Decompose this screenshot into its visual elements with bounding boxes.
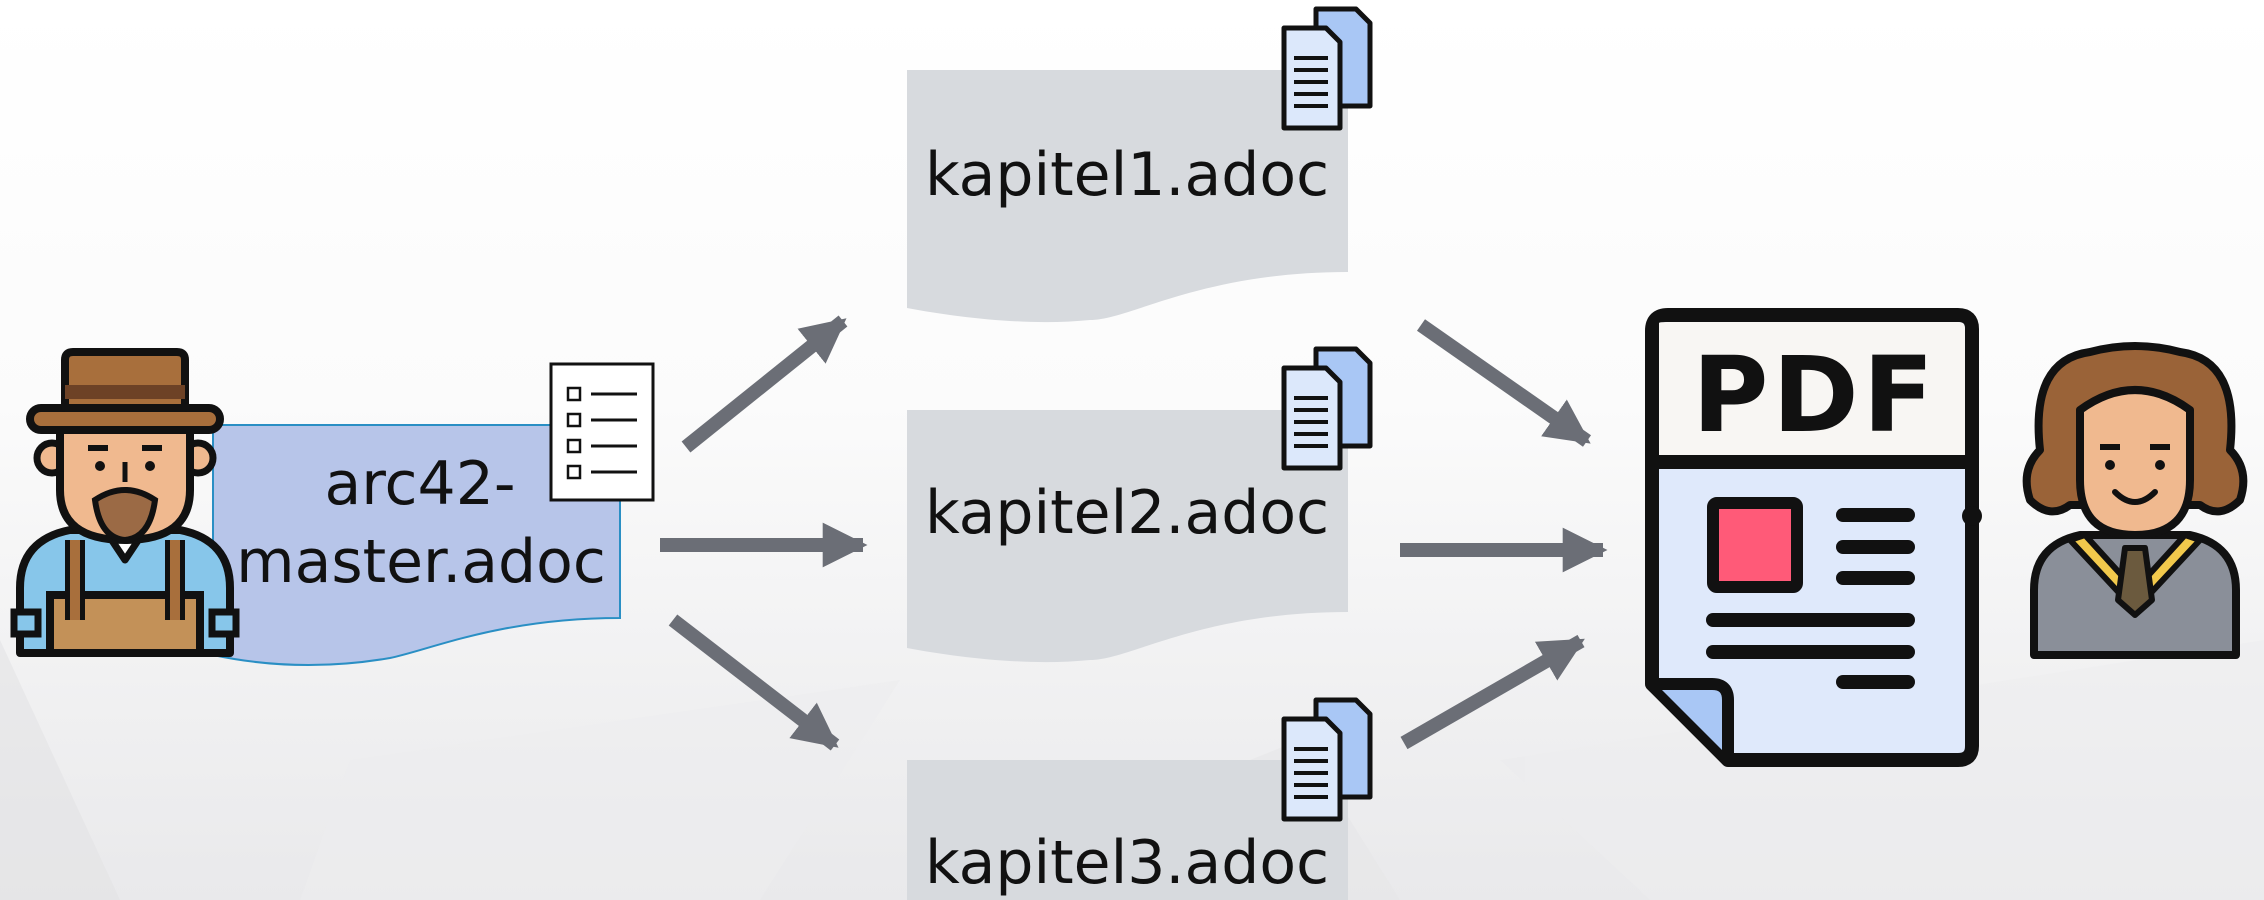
chapter-3-label: kapitel3.adoc	[924, 828, 1330, 898]
arrow-master-to-chapter1	[681, 315, 848, 453]
arrow-chapter1-to-pdf	[1416, 319, 1592, 447]
documents-icon	[1281, 6, 1373, 131]
master-doc[interactable]	[212, 424, 621, 667]
chapter-2-label: kapitel2.adoc	[924, 478, 1330, 548]
graduate-icon	[2022, 342, 2248, 659]
checklist-icon	[549, 362, 655, 502]
master-doc-label-line1: arc42-	[324, 449, 516, 519]
pdf-file-icon	[1645, 308, 1982, 767]
chapter-doc-3[interactable]	[907, 760, 1348, 900]
chapter-doc-1[interactable]	[907, 70, 1348, 323]
chapter-1-label: kapitel1.adoc	[924, 140, 1330, 210]
pdf-label: PDF	[1692, 334, 1938, 456]
documents-icon	[1281, 346, 1373, 471]
arrow-chapter3-to-pdf	[1400, 634, 1585, 750]
farmer-icon	[10, 348, 240, 657]
arrow-master-to-chapter3	[668, 614, 840, 751]
arrows	[660, 315, 1608, 751]
documents-icon	[1281, 697, 1373, 822]
master-doc-label-line2: master.adoc	[236, 527, 606, 597]
chapter-doc-2[interactable]	[907, 410, 1348, 663]
